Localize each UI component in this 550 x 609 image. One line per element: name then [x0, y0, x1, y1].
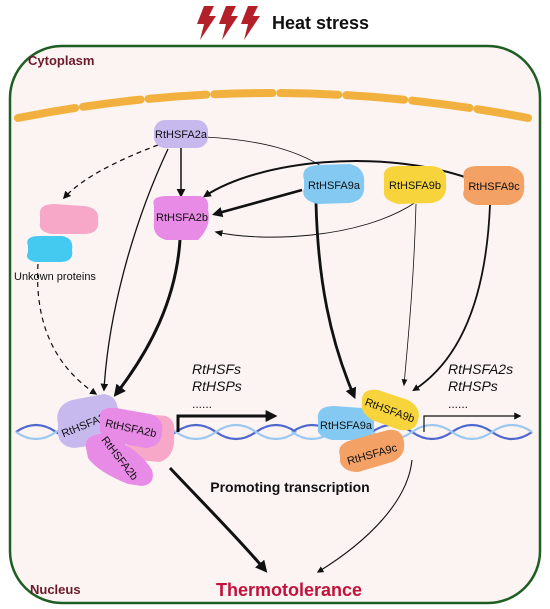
target-left-line3: ...... [192, 397, 212, 411]
target-left-line1: RtHSFs [192, 361, 241, 377]
protein-rthsfa9a-label: RtHSFA9a [308, 180, 361, 192]
target-right-line1: RtHSFA2s [448, 361, 513, 377]
lightning-icon-group [197, 6, 260, 40]
protein-rthsfa9b-label: RtHSFA9b [389, 180, 441, 192]
complex-right-rthsfa9a-label: RtHSFA9a [320, 420, 373, 432]
target-right-line2: RtHSPs [448, 378, 498, 394]
target-right-line3: ...... [448, 397, 468, 411]
complex-right-rthsfa9b [361, 389, 419, 431]
arrow-a2a-to-complex [100, 148, 169, 392]
thermotolerance-label: Thermotolerance [216, 580, 362, 600]
complex-right-rthsfa9a [317, 406, 375, 440]
protein-rthsfa9b: RtHSFA9b [383, 166, 447, 204]
heat-stress-title: Heat stress [272, 13, 369, 33]
protein-rthsfa2a-top-label: RtHSFA2a [155, 129, 208, 141]
complex-left: RtHSFA2a RtHSFA2b RtHSFA2b [57, 394, 175, 486]
complex-right: RtHSFA9a RtHSFA9b RtHSFA9c [317, 389, 419, 472]
unknown-protein-cyan [27, 236, 73, 262]
regulation-arrows [37, 136, 491, 573]
protein-rthsfa2b-mid-label: RtHSFA2b [156, 212, 208, 224]
arrow-a2a-to-unknown [62, 144, 159, 200]
nuclear-membrane [14, 89, 532, 122]
protein-rthsfa9a: RtHSFA9a [303, 164, 365, 204]
targets-right: RtHSFA2s RtHSPs ...... [448, 361, 513, 411]
nucleus-label: Nucleus [30, 582, 81, 597]
promoting-transcription-label: Promoting transcription [210, 479, 369, 495]
protein-rthsfa9c-label: RtHSFA9c [468, 181, 520, 193]
arrow-a9c-to-complex-right [412, 204, 491, 392]
lightning-icon [241, 6, 260, 40]
arrow-right-complex-to-thermotolerance [316, 459, 413, 573]
cell-boundary [8, 44, 542, 605]
complex-left-rthsfa2b [99, 407, 163, 448]
unknown-proteins: Unkown proteins [14, 204, 99, 283]
arrow-a9a-to-complex-right [314, 202, 357, 400]
arrow-unknown-to-complex [37, 263, 98, 395]
arrow-a2b-to-complex [113, 239, 182, 397]
transcription-arrow-right [423, 412, 522, 432]
target-left-line2: RtHSPs [192, 378, 242, 394]
arrow-a9b-to-complex-right [401, 203, 417, 387]
arrow-a9a-to-a2b [211, 188, 303, 218]
protein-rthsfa9c: RtHSFA9c [463, 166, 525, 205]
targets-left: RtHSFs RtHSPs ...... [192, 361, 242, 411]
transcription-arrow-left [176, 410, 278, 432]
arrow-a9b-to-a2b [214, 201, 417, 238]
unknown-proteins-label: Unkown proteins [14, 271, 96, 283]
complex-left-rthsfa2b-rotated [85, 434, 153, 486]
arrow-left-complex-to-thermotolerance [168, 466, 268, 573]
protein-rthsfa2b-mid: RtHSFA2b [153, 196, 209, 240]
cytoplasm-label: Cytoplasm [28, 53, 94, 68]
unknown-protein-pink [39, 204, 99, 234]
lightning-icon [197, 6, 216, 40]
lightning-icon [219, 6, 238, 40]
complex-right-rthsfa9c [339, 429, 405, 472]
protein-rthsfa2a-top: RtHSFA2a [154, 120, 208, 148]
